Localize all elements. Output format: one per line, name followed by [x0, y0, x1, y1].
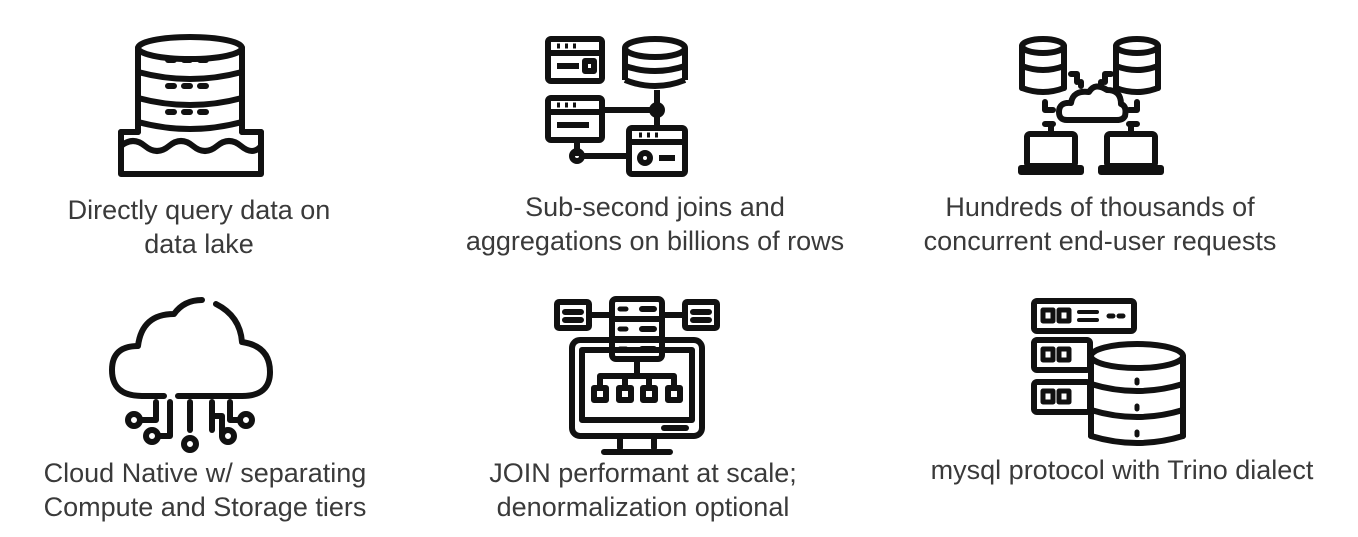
feature-caption: Directly query data on data lake — [67, 195, 331, 259]
join-tables-icon — [545, 36, 691, 178]
server-database-icon — [1031, 298, 1187, 452]
feature-caption: mysql protocol with Trino dialect — [930, 455, 1314, 485]
feature-caption: Hundreds of thousands of concurrent end-… — [923, 192, 1277, 256]
concurrent-users-cloud-icon — [1018, 36, 1164, 176]
data-lake-database-icon — [118, 34, 264, 180]
join-monitor-icon — [554, 296, 720, 458]
feature-caption: Cloud Native w/ separating Compute and S… — [43, 458, 367, 522]
cloud-native-icon — [108, 296, 274, 456]
feature-caption: Sub-second joins and aggregations on bil… — [465, 192, 845, 256]
feature-caption: JOIN performant at scale; denormalizatio… — [489, 458, 797, 522]
